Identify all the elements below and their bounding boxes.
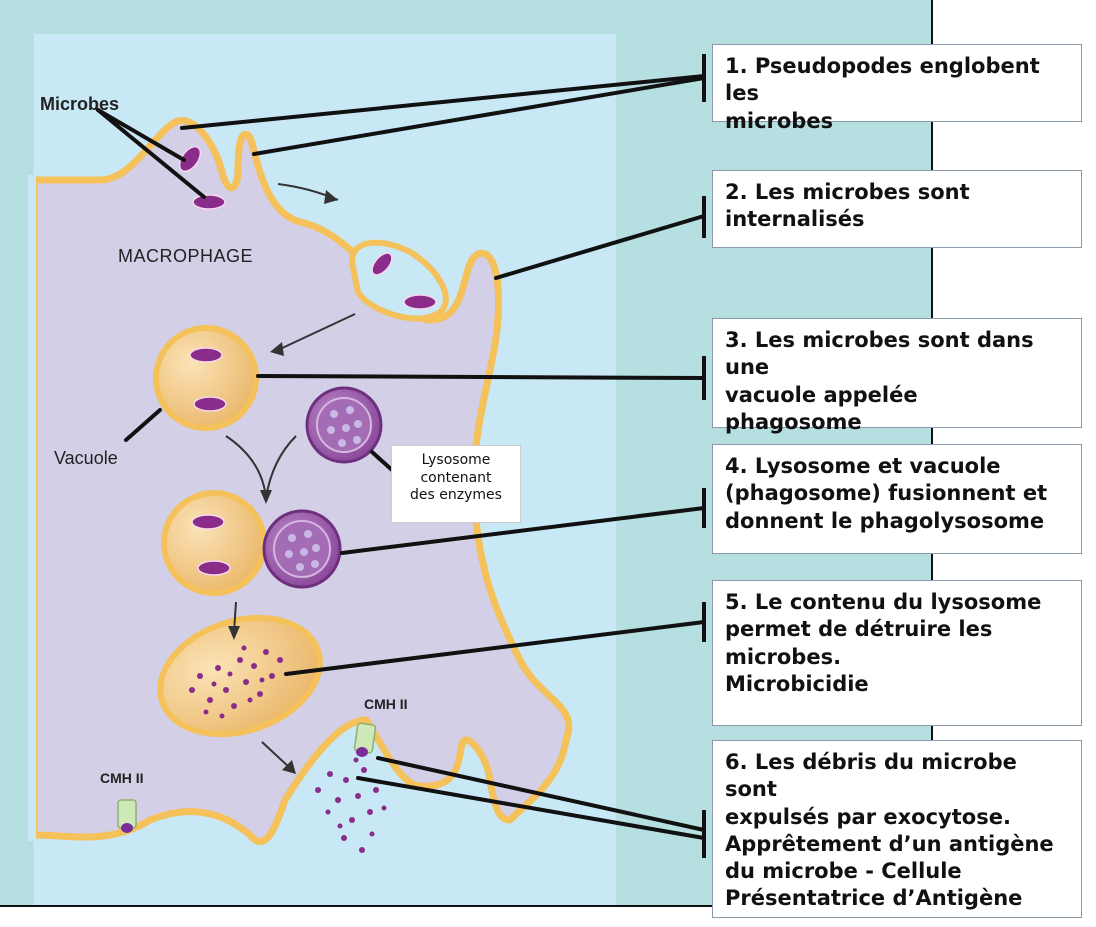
microbe-debris — [189, 645, 283, 719]
step-line: Apprêtement d’un antigène — [725, 831, 1054, 856]
step-box-2: 2. Les microbes sont internalisés — [712, 170, 1082, 248]
step-line: 1. Pseudopodes englobent les — [725, 54, 1040, 106]
step-line: phagosome — [725, 409, 862, 434]
microbe — [189, 347, 223, 363]
fusing-vacuole — [161, 490, 267, 596]
microbe — [191, 514, 225, 530]
arrow-heads — [228, 190, 338, 774]
cell-left-edge — [28, 175, 36, 841]
step-box-3: 3. Les microbes sont dans une vacuole ap… — [712, 318, 1082, 434]
macrophage-label: MACROPHAGE — [118, 246, 254, 266]
microbe — [371, 252, 393, 276]
step-line: 2. Les microbes sont — [725, 180, 970, 204]
step-line: du microbe - Cellule — [725, 859, 962, 884]
step-line: expulsés par exocytose. — [725, 804, 1011, 829]
step-box-5: 5. Le contenu du lysosome permet de détr… — [712, 580, 1082, 726]
microbe — [403, 294, 437, 310]
step-line: vacuole appelée — [725, 382, 918, 407]
step-line: permet de détruire les — [725, 617, 993, 642]
callout-lines — [180, 74, 706, 840]
phagosome-vacuole — [153, 325, 259, 431]
mhc-receptor-right — [353, 722, 377, 757]
microbe — [193, 396, 227, 412]
microbe — [192, 194, 226, 210]
step-line: Présentatrice d’Antigène — [725, 886, 1023, 911]
step-line: internalisés — [725, 207, 865, 232]
lysosome-label-line: Lysosome — [421, 452, 491, 468]
step-line: microbes — [725, 108, 834, 133]
lysosome-enzymes — [327, 406, 362, 447]
cmh-label-left: CMH II — [100, 770, 144, 786]
step-box-6: 6. Les débris du microbe sont expulsés p… — [712, 740, 1082, 918]
step-line: 4. Lysosome et vacuole — [725, 454, 1001, 478]
step-line: microbes. — [725, 644, 842, 669]
step-line: (phagosome) fusionnent et — [725, 481, 1048, 506]
step-line: 5. Le contenu du lysosome — [725, 590, 1042, 614]
lysosome-label-line: contenant — [420, 469, 492, 486]
step-box-4: 4. Lysosome et vacuole (phagosome) fusio… — [712, 444, 1082, 554]
step-line: 6. Les débris du microbe sont — [725, 750, 1017, 802]
exocytosed-debris — [315, 757, 387, 853]
step-line: Microbicidie — [725, 671, 869, 696]
step-line: 3. Les microbes sont dans une — [725, 328, 1034, 380]
fusing-enzymes — [285, 530, 320, 571]
step-box-1: 1. Pseudopodes englobent les microbes — [712, 44, 1082, 133]
microbe — [178, 145, 202, 173]
step-line: donnent le phagolysosome — [725, 508, 1045, 533]
microbe — [197, 560, 231, 576]
microbes-label: Microbes — [40, 94, 120, 114]
vacuole-label: Vacuole — [54, 448, 118, 468]
phagolysosome — [157, 614, 323, 738]
lysosome-label-box: Lysosome contenant des enzymes — [391, 445, 521, 523]
lysosome-label-line: des enzymes — [410, 487, 502, 503]
cmh-label-right: CMH II — [364, 696, 408, 712]
mhc-receptor-left — [117, 799, 137, 833]
label-lines — [96, 108, 394, 472]
